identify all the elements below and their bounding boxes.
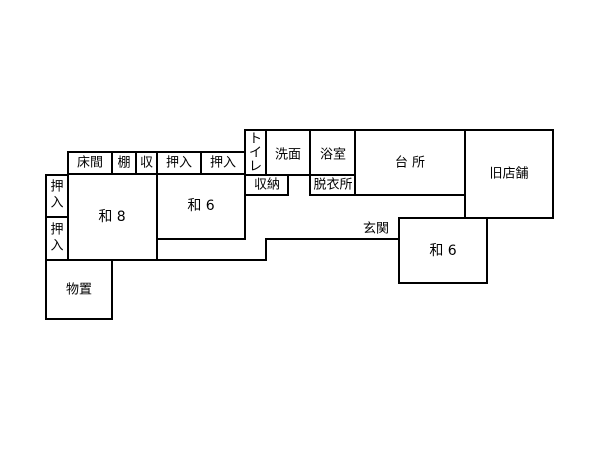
label-datsuijo: 脱衣所 [313,177,352,193]
room-labels: 床間 棚 収 押入 押入 ト イ レ 洗面 浴室 台 所 旧店舗 押 入 押 入… [50,132,528,298]
label-oshiire-left-1a: 押 [50,180,63,195]
label-genkan: 玄関 [363,222,389,237]
label-kyu-tenpo: 旧店舗 [489,167,528,182]
label-daidokoro: 台 所 [395,156,425,171]
label-wa6-left: 和 6 [187,198,214,214]
corridor-outline [156,194,400,261]
label-oshiire-2: 押入 [210,156,236,171]
label-shuno-top: 収 [140,156,153,171]
walls [45,129,554,320]
room-kyu-tenpo [464,129,554,219]
label-toilet-2: イ [249,146,262,161]
label-oshiire-left-2a: 押 [50,223,63,238]
label-shuno: 収納 [254,178,280,193]
label-oshiire-left-2b: 入 [50,239,63,254]
label-wa8: 和 8 [98,209,125,225]
label-yokushitsu: 浴室 [320,147,346,163]
room-shuno [244,174,289,196]
label-monooki: 物置 [66,283,92,298]
label-tokonoma: 床間 [77,156,103,171]
label-toilet-1: ト [249,132,262,147]
room-monooki [45,259,113,320]
label-toilet-3: レ [249,160,262,175]
label-tana: 棚 [117,156,130,171]
label-wa6-right: 和 6 [429,243,456,259]
room-wa6-right [398,217,488,284]
label-oshiire-left-1b: 入 [50,196,63,211]
label-senmen: 洗面 [275,148,301,163]
label-oshiire-1: 押入 [166,156,192,171]
